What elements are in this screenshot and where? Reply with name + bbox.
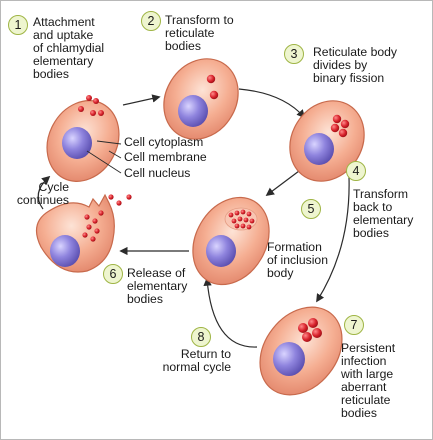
cell-part-pointers	[86, 140, 122, 174]
cycle-arrows	[37, 88, 350, 348]
inclusion-body	[224, 207, 258, 231]
step-6-badge: 6	[103, 264, 123, 284]
step-1-label: Attachment and uptake of chlamydial elem…	[33, 15, 105, 81]
label-cell-nucleus: Cell nucleus	[124, 166, 191, 180]
step-8-badge: 8	[191, 327, 211, 347]
cell-binary-fission	[289, 100, 365, 182]
step-3-label: Reticulate body divides by binary fissio…	[313, 45, 398, 85]
pointer-nucleus	[86, 150, 122, 174]
step-7-badge: 7	[344, 315, 364, 335]
label-cell-cytoplasm: Cell cytoplasm	[124, 135, 204, 149]
cell-inclusion-body	[192, 196, 270, 286]
step-3-badge: 3	[284, 44, 304, 64]
cell-nucleus	[178, 95, 208, 127]
cell-nucleus	[50, 235, 80, 267]
released-elementary-bodies	[82, 194, 132, 242]
step-7-label: Persistent infection with large aberrant…	[341, 341, 396, 420]
cell-nucleus	[273, 342, 305, 376]
step-6-label: Release of elementary bodies	[127, 266, 188, 306]
cell-attachment	[46, 95, 120, 182]
cell-transform-reticulate	[163, 58, 239, 140]
step-5-label: Formation of inclusion body	[267, 240, 328, 280]
pointer-membrane	[108, 150, 122, 159]
arrow-step3-to-step5	[265, 170, 300, 197]
cell-persistent-infection	[259, 306, 343, 396]
arrow-step7-to-step5	[203, 277, 258, 348]
cell-nucleus	[62, 127, 92, 159]
elementary-bodies-attaching	[78, 95, 104, 116]
step-4-badge: 4	[346, 161, 366, 181]
cell-nucleus	[304, 133, 334, 165]
label-cell-membrane: Cell membrane	[124, 150, 207, 164]
pointer-cytoplasm	[96, 140, 122, 145]
reticulate-bodies	[206, 74, 219, 100]
aberrant-reticulate-bodies	[298, 318, 322, 342]
step-5-badge: 5	[301, 199, 321, 219]
step-2-label: Transform to reticulate bodies	[165, 13, 234, 53]
dividing-reticulate-bodies	[330, 114, 350, 138]
arrow-step6-to-step1	[37, 175, 51, 210]
cell-nucleus	[206, 235, 236, 267]
step-1-badge: 1	[8, 15, 28, 35]
arrow-step1-to-step2	[122, 94, 161, 106]
step-4-label: Transform back to elementary bodies	[353, 187, 414, 240]
step-8-label: Return to normal cycle	[162, 347, 231, 374]
label-cycle-continues: Cycle continues	[16, 180, 69, 207]
step-2-badge: 2	[141, 11, 161, 31]
cell-release	[35, 193, 132, 273]
arrow-step3-to-step7	[316, 176, 350, 303]
arrow-step2-to-step3	[238, 88, 306, 119]
